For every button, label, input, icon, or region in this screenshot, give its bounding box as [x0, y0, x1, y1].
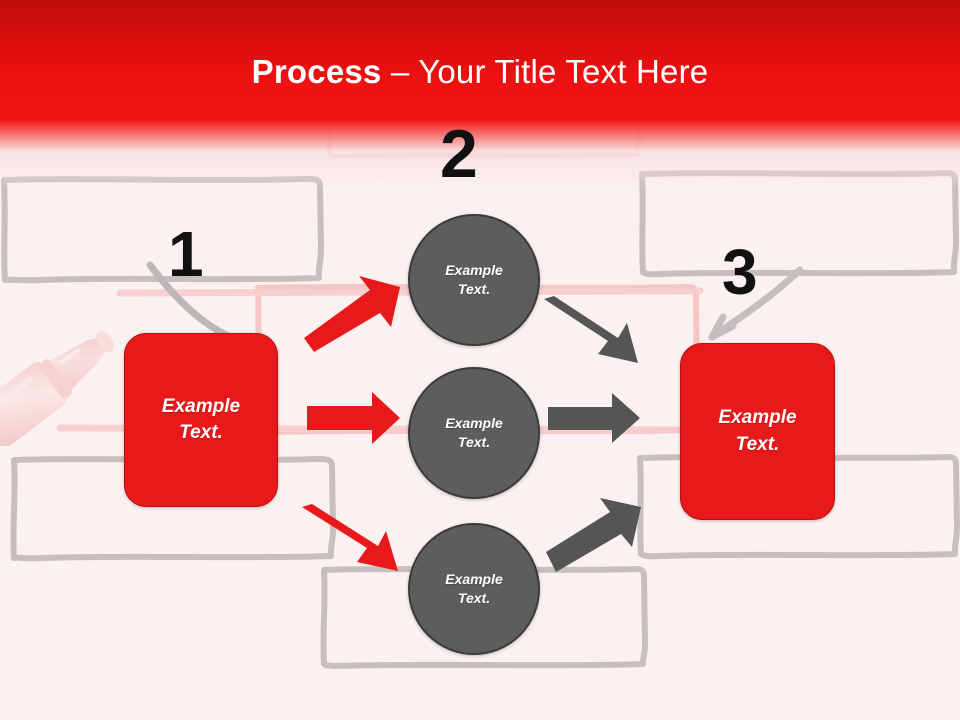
- node-left-box[interactable]: Example Text.: [124, 333, 278, 507]
- node-circle-1[interactable]: Example Text.: [408, 214, 540, 346]
- node-circle-2[interactable]: Example Text.: [408, 367, 540, 499]
- node-circle-1-line2: Text.: [457, 281, 491, 297]
- node-left-box-label: Example Text.: [162, 394, 240, 446]
- step-number-2: 2: [440, 116, 478, 192]
- node-right-box-line2: Text.: [735, 433, 780, 455]
- arrow-left-to-circle-3: [302, 504, 398, 571]
- page-title-separator: –: [381, 53, 419, 90]
- page-title-rest: Your Title Text Here: [418, 53, 709, 90]
- node-left-box-line2: Text.: [179, 422, 223, 443]
- node-circle-1-label: Example Text.: [445, 261, 503, 300]
- node-circle-3-label: Example Text.: [445, 570, 503, 609]
- node-circle-2-line2: Text.: [457, 434, 491, 450]
- step-number-3: 3: [722, 236, 758, 308]
- node-left-box-line1: Example: [161, 395, 241, 417]
- node-circle-3[interactable]: Example Text.: [408, 523, 540, 655]
- node-circle-3-line1: Example: [445, 570, 503, 587]
- step-number-1: 1: [168, 218, 204, 290]
- red-marker-pen-icon: [0, 331, 115, 446]
- arrow-circle-1-to-right: [544, 296, 638, 363]
- page-title: Process – Your Title Text Here: [0, 52, 960, 92]
- hand-arrow-3: [708, 266, 804, 341]
- arrow-left-to-circle-1: [304, 276, 400, 352]
- page-title-bold: Process: [251, 53, 382, 90]
- node-circle-1-line1: Example: [445, 261, 503, 278]
- arrow-left-to-circle-2: [307, 392, 400, 444]
- node-right-box-label: Example Text.: [718, 405, 796, 457]
- node-right-box-line1: Example: [718, 407, 797, 429]
- arrow-circle-2-to-right: [548, 393, 640, 443]
- node-circle-2-label: Example Text.: [445, 414, 503, 453]
- arrow-circle-3-to-right: [546, 498, 641, 572]
- node-right-box[interactable]: Example Text.: [680, 343, 835, 520]
- node-circle-2-line1: Example: [445, 414, 503, 431]
- node-circle-3-line2: Text.: [457, 590, 491, 606]
